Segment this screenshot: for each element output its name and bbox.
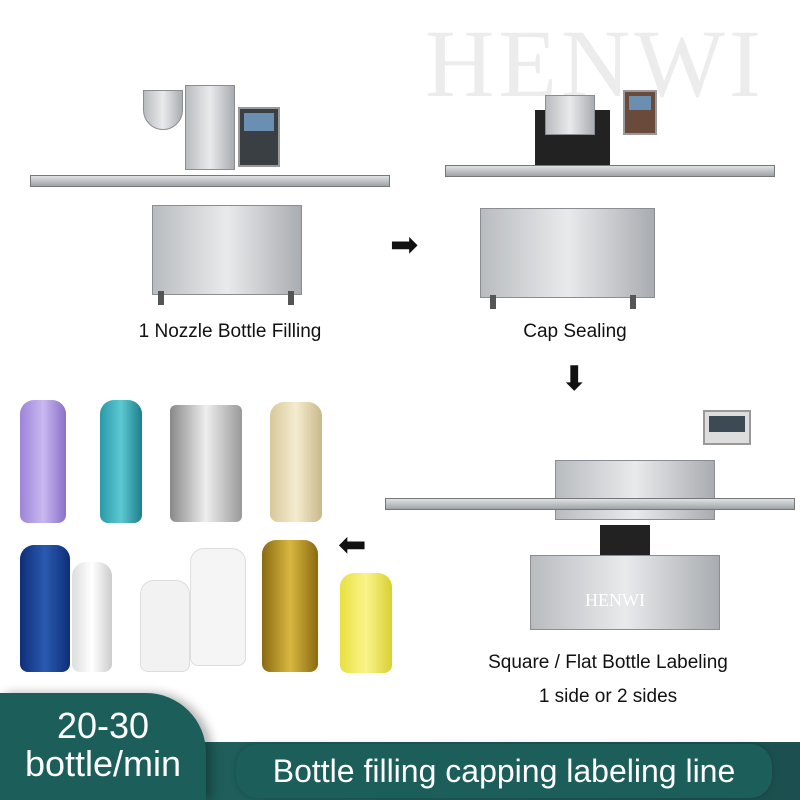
machine-logo-2: HENWI bbox=[585, 590, 645, 610]
banner-title: Bottle filling capping labeling line bbox=[236, 744, 772, 798]
speed-badge: 20-30 bottle/min bbox=[0, 693, 206, 800]
speed-value: 20-30 bbox=[56, 705, 150, 746]
machine-logo: HENWI bbox=[545, 190, 595, 206]
labeling-caption: Square / Flat Bottle Labeling bbox=[488, 652, 728, 673]
arrow-right-icon: ➡ bbox=[390, 226, 419, 264]
speed-unit: bottle/min bbox=[24, 743, 182, 784]
capping-caption: Cap Sealing bbox=[523, 321, 627, 342]
arrow-left-icon: ⬅ bbox=[338, 526, 367, 564]
capping-machine-image: HENWI bbox=[445, 90, 775, 309]
filling-machine-image bbox=[30, 75, 390, 305]
arrow-down-icon: ⬇ bbox=[560, 360, 589, 398]
labeling-machine-image: HENWI bbox=[385, 390, 795, 640]
labeling-sub-caption: 1 side or 2 sides bbox=[538, 686, 678, 707]
filling-caption: 1 Nozzle Bottle Filling bbox=[138, 321, 322, 342]
